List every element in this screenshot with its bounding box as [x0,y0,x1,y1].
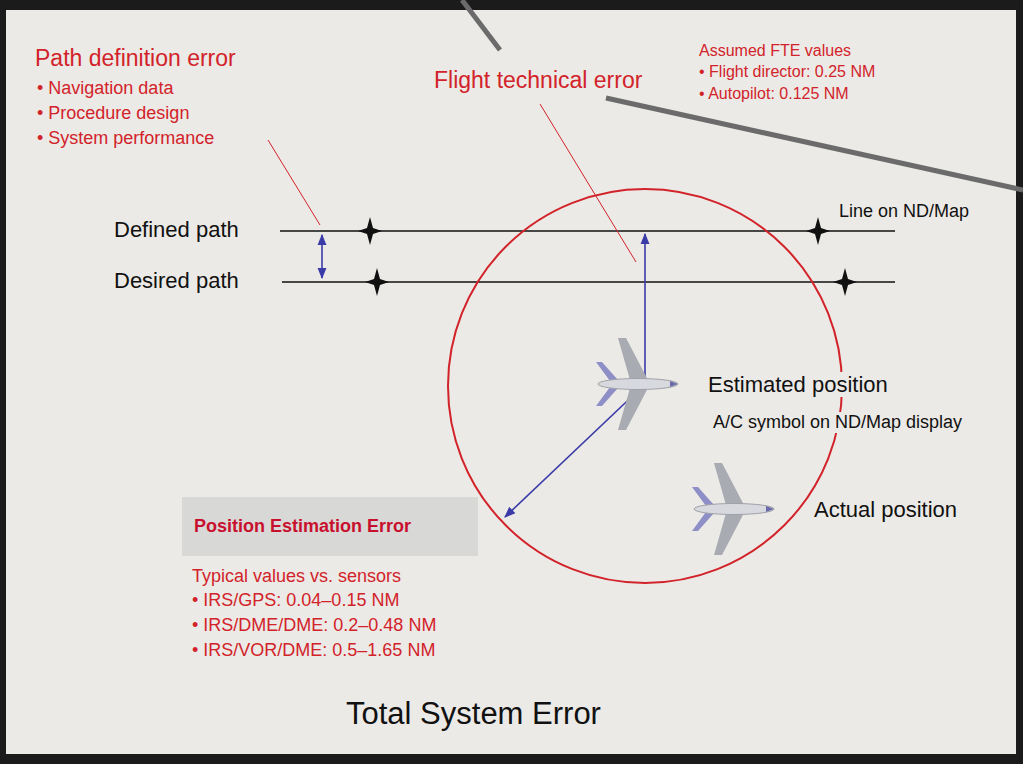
path-definition-arrow [321,235,323,278]
annotation-label: • IRS/GPS: 0.04–0.15 NM [192,590,399,611]
annotation-label: Line on ND/Map [839,201,969,222]
waypoint [806,217,830,245]
annotation-label: • Autopilot: 0.125 NM [699,85,849,103]
pointer-line [462,0,500,50]
waypoint [365,268,389,296]
position-error-arrow [505,386,643,517]
estimated-aircraft [596,338,678,430]
annotation-label: • Flight director: 0.25 NM [699,63,875,81]
annotation-label: Desired path [114,268,239,293]
annotation-label: Typical values vs. sensors [192,566,401,587]
leader-line [268,140,320,225]
annotation-label: • Navigation data [37,78,173,99]
pointer-line [606,98,1023,190]
diagram-title: Total System Error [346,696,601,732]
panel [6,10,1016,754]
annotation-label: • IRS/VOR/DME: 0.5–1.65 NM [192,640,435,661]
waypoint [358,217,382,245]
heading-text: Position Estimation Error [194,516,466,537]
annotation-label: Assumed FTE values [699,42,851,60]
annotation-label: • System performance [37,128,214,149]
fte-arrow [644,234,646,384]
annotation-label: • IRS/DME/DME: 0.2–0.48 NM [192,615,436,636]
annotation-label: A/C symbol on ND/Map display [711,412,964,433]
annotation-label: Estimated position [706,372,890,397]
annotation-label: Path definition error [35,45,236,71]
annotation-label: • Procedure design [37,103,189,124]
annotation-label: Actual position [814,497,957,522]
leader-line [540,104,636,262]
annotation-label: Defined path [114,217,239,242]
heading-box: Position Estimation Error [182,497,478,556]
waypoint [833,268,857,296]
actual-aircraft [692,463,774,555]
annotation-label: Flight technical error [434,67,642,93]
